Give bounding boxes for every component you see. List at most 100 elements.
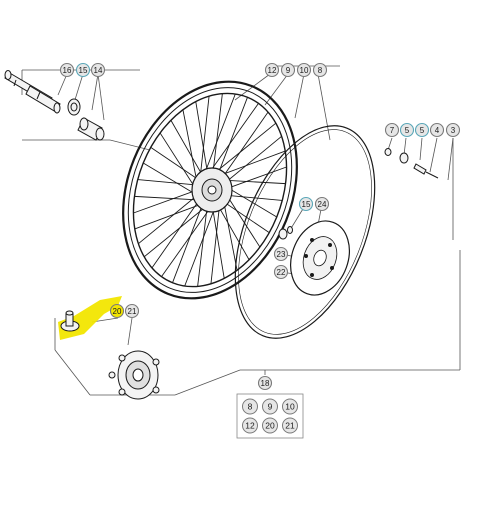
callout-c22: 22 bbox=[273, 264, 289, 280]
callout-number: 5 bbox=[420, 126, 425, 135]
callout-circle bbox=[90, 62, 106, 78]
spoke bbox=[197, 202, 209, 287]
callout-circle bbox=[59, 62, 75, 78]
callout-number: 15 bbox=[302, 200, 311, 209]
kit-cell: 20 bbox=[262, 417, 278, 434]
callout-circle bbox=[314, 196, 330, 212]
callout-number: 24 bbox=[318, 200, 327, 209]
kit-circle bbox=[282, 417, 298, 434]
callout-circle bbox=[264, 62, 280, 78]
callout-c3: 3 bbox=[445, 122, 461, 138]
callout-c4: 4 bbox=[429, 122, 445, 138]
hub-flange bbox=[108, 350, 160, 400]
callout-c7: 7 bbox=[384, 122, 400, 138]
callout-c12a: 12 bbox=[264, 62, 280, 78]
callout-circle bbox=[429, 122, 445, 138]
callout-c10a: 10 bbox=[296, 62, 312, 78]
kit-contents-table: 8 9 10 12 20 21 bbox=[236, 393, 304, 439]
spoke bbox=[143, 162, 201, 198]
callout-c24: 24 bbox=[314, 196, 330, 212]
callout-number: 4 bbox=[435, 126, 440, 135]
spoke bbox=[209, 122, 277, 178]
kit-number: 20 bbox=[265, 421, 275, 431]
kit-cell: 12 bbox=[242, 417, 258, 434]
callout-number: 10 bbox=[300, 66, 309, 75]
spoke bbox=[219, 111, 269, 183]
callout-circle bbox=[280, 62, 296, 78]
callout-circle bbox=[298, 196, 314, 212]
spoke bbox=[201, 93, 236, 181]
spoke bbox=[221, 166, 287, 191]
callout-number: 5 bbox=[405, 126, 410, 135]
kit-number: 8 bbox=[248, 402, 253, 412]
spoke bbox=[161, 201, 215, 277]
spoke bbox=[150, 146, 202, 182]
callout-c15a: 15 bbox=[75, 62, 91, 78]
kit-number: 10 bbox=[285, 402, 295, 412]
tire-valve bbox=[60, 310, 80, 332]
spoke bbox=[137, 179, 199, 186]
spoke bbox=[138, 193, 199, 245]
callout-number: 16 bbox=[63, 66, 72, 75]
spoke bbox=[199, 96, 210, 184]
callout-number: 22 bbox=[277, 268, 286, 277]
callout-circle bbox=[399, 122, 415, 138]
callout-circle bbox=[296, 62, 312, 78]
spoked-wheel bbox=[122, 80, 298, 300]
spoke bbox=[134, 195, 203, 201]
callout-number: 12 bbox=[268, 66, 277, 75]
callout-c8: 8 bbox=[312, 62, 328, 78]
callout-number: 9 bbox=[286, 66, 291, 75]
callout-number: 14 bbox=[94, 66, 103, 75]
spoke bbox=[143, 202, 211, 258]
kit-cell: 8 bbox=[242, 398, 258, 415]
callout-c16: 16 bbox=[59, 62, 75, 78]
callout-circle bbox=[312, 62, 328, 78]
axle-spacer-sleeve bbox=[77, 117, 105, 141]
kit-cell: 21 bbox=[282, 417, 298, 434]
callout-number: 23 bbox=[277, 250, 286, 259]
callout-circle bbox=[124, 303, 140, 319]
spoke bbox=[134, 201, 207, 230]
spoke bbox=[215, 201, 250, 260]
kit-circle bbox=[242, 417, 258, 434]
spoke bbox=[221, 135, 282, 187]
kit-circle bbox=[262, 417, 278, 434]
callout-c9a: 9 bbox=[280, 62, 296, 78]
callout-c20: 20 bbox=[109, 303, 125, 319]
callout-c23: 23 bbox=[273, 246, 289, 262]
callout-circle bbox=[384, 122, 400, 138]
kit-number: 9 bbox=[268, 402, 273, 412]
brake-disc bbox=[290, 220, 350, 296]
wheel-hub bbox=[191, 167, 233, 213]
spoke bbox=[182, 109, 199, 189]
callout-circle bbox=[273, 246, 289, 262]
spoke bbox=[211, 93, 223, 178]
callout-c5a: 5 bbox=[399, 122, 415, 138]
spoke bbox=[151, 197, 201, 269]
kit-circle bbox=[262, 398, 278, 415]
callout-c18: 18 bbox=[257, 375, 273, 391]
callout-c14: 14 bbox=[90, 62, 106, 78]
callout-c21: 21 bbox=[124, 303, 140, 319]
callout-c5b: 5 bbox=[414, 122, 430, 138]
disc-bolts bbox=[278, 226, 293, 240]
callout-circle bbox=[75, 62, 91, 78]
disc-mount-bolts bbox=[384, 148, 439, 179]
callout-number: 20 bbox=[113, 307, 122, 316]
spoke bbox=[211, 202, 225, 279]
kit-cell: 10 bbox=[282, 398, 298, 415]
callout-circle bbox=[273, 264, 289, 280]
callout-circle bbox=[257, 375, 273, 391]
callout-number: 8 bbox=[318, 66, 323, 75]
callout-circle bbox=[445, 122, 461, 138]
callout-number: 21 bbox=[128, 307, 137, 316]
spoke bbox=[170, 120, 205, 179]
kit-number: 12 bbox=[245, 421, 255, 431]
callout-c15b: 15 bbox=[298, 196, 314, 212]
callout-number: 7 bbox=[390, 126, 395, 135]
kit-circle bbox=[282, 398, 298, 415]
callout-number: 15 bbox=[79, 66, 88, 75]
kit-number: 21 bbox=[285, 421, 295, 431]
